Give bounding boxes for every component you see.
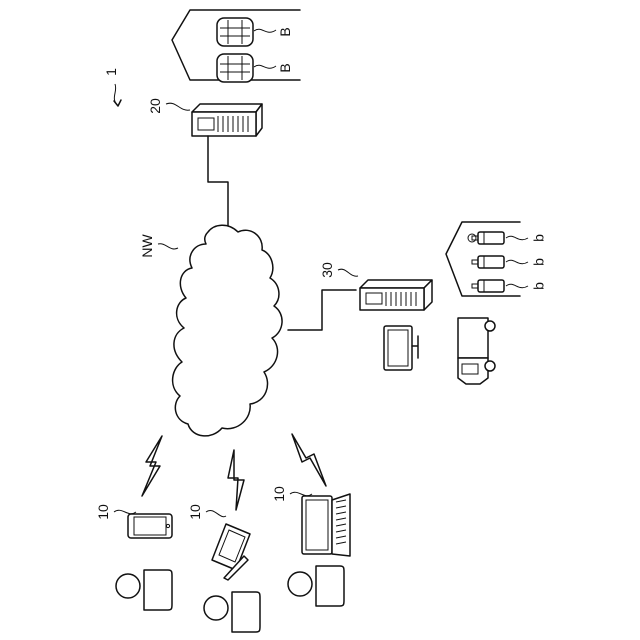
warehouse-building: B B <box>172 10 300 82</box>
central-server <box>192 104 262 136</box>
leader-line <box>506 260 528 263</box>
barrel-icon <box>217 18 253 46</box>
small-item-label: b <box>531 282 547 290</box>
small-item-label: b <box>531 258 547 266</box>
wireless-signal-icon <box>142 436 162 496</box>
network-label: NW <box>139 234 155 258</box>
barrel-icon <box>217 54 253 82</box>
monitor-icon <box>384 326 418 370</box>
leader-line <box>206 510 226 516</box>
leader-line <box>254 65 276 68</box>
bottle-icon <box>472 280 504 292</box>
small-item-label: b <box>531 234 547 242</box>
smartphone-icon <box>128 514 172 538</box>
network-cloud <box>173 225 282 436</box>
terminal-label: 10 <box>95 504 111 520</box>
leader-line <box>158 244 178 249</box>
system-reference-label: 1 <box>103 68 119 76</box>
leader-line <box>254 29 276 32</box>
wireless-signal-icon <box>228 450 244 510</box>
user-icon <box>116 570 172 610</box>
connection-line <box>208 136 228 228</box>
laptop-icon <box>302 494 350 556</box>
branch-server <box>360 280 432 310</box>
bottle-icon <box>472 232 504 244</box>
user-icon <box>288 566 344 606</box>
leader-line <box>114 510 136 513</box>
central-server-label: 20 <box>147 98 163 114</box>
wireless-signal-icon <box>292 434 326 486</box>
leader-line <box>166 103 190 110</box>
leader-line <box>506 284 528 287</box>
bulk-item-label: B <box>277 27 293 36</box>
leader-line <box>338 269 358 276</box>
terminal-label: 10 <box>271 486 287 502</box>
leader-line <box>290 492 312 495</box>
branch-server-label: 30 <box>319 262 335 278</box>
user-icon <box>204 592 260 632</box>
bottle-icon <box>472 256 504 268</box>
bulk-item-label: B <box>277 63 293 72</box>
connection-line <box>288 290 356 330</box>
terminal-label: 10 <box>187 504 203 520</box>
delivery-truck-icon <box>458 318 495 384</box>
leader-line <box>506 236 528 239</box>
store-building: b b b <box>446 222 547 296</box>
